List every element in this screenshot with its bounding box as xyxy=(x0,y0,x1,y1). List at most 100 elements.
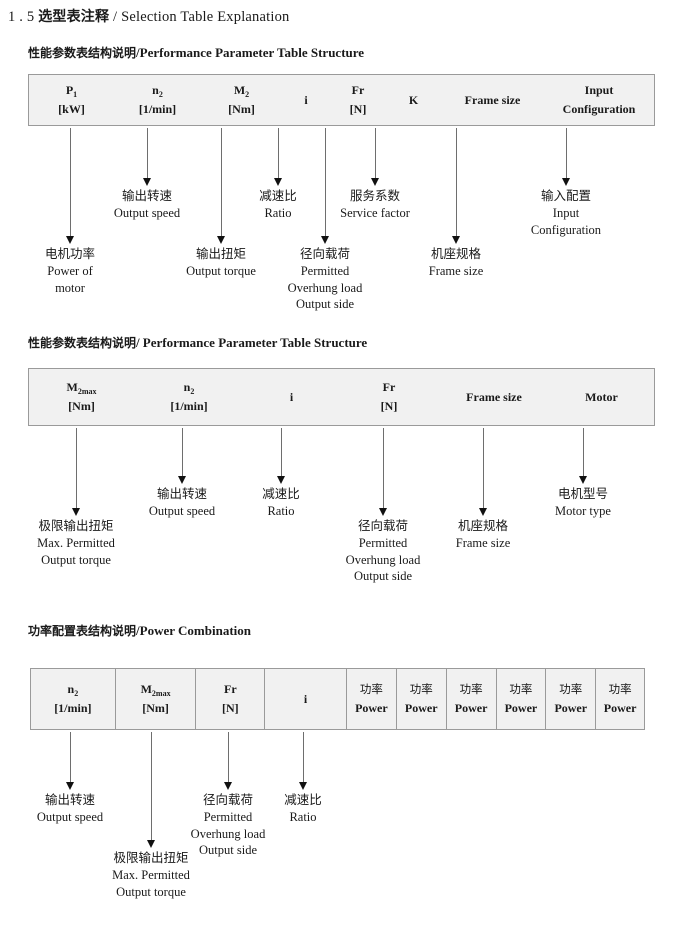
annotation-ratio: 减速比 Ratio xyxy=(259,188,297,222)
annotation-max-output-torque-2-cn: 极限输出扭矩 xyxy=(38,518,114,533)
annotation-ratio-cn: 减速比 xyxy=(259,188,297,203)
table3-col-power-3-en: Power xyxy=(454,700,488,715)
table3-col-power-2-cn: 功率 xyxy=(409,681,433,696)
arrowhead-ratio xyxy=(274,178,282,186)
annotation-output-speed-2-en: Output speed xyxy=(148,503,216,518)
annotation-input-configuration: 输入配置 Input Configuration xyxy=(531,188,601,238)
arrowhead-input-configuration xyxy=(562,178,570,186)
table1-col-fr: Fr [N] xyxy=(330,75,386,125)
annotation-service-factor: 服务系数 Service factor xyxy=(340,188,410,222)
table3-col-m2max: M2max [Nm] xyxy=(114,669,196,729)
table2-col-fr-symbol: Fr xyxy=(382,380,396,395)
table1-col-configuration-label: Configuration xyxy=(562,102,636,116)
annotation-max-output-torque-3-cn: 极限输出扭矩 xyxy=(113,850,189,865)
table1-col-m2-unit: [Nm] xyxy=(228,102,255,116)
annotation-overhung-load: 径向载荷 Permitted Overhung load Output side xyxy=(288,246,363,313)
annotation-power-en2: motor xyxy=(55,280,85,295)
arrowhead-output-speed xyxy=(143,178,151,186)
annotation-output-speed-cn: 输出转速 xyxy=(121,188,172,203)
section-3-heading: 功率配置表结构说明/Power Combination xyxy=(28,622,251,639)
annotation-frame-size-2-en: Frame size xyxy=(455,535,511,550)
connector-line-max-output-torque-3 xyxy=(151,732,152,840)
table2-col-n2: n2 [1/min] xyxy=(134,369,244,425)
arrowhead-output-speed-3 xyxy=(66,782,74,790)
table3-col-power-5: 功率 Power xyxy=(545,669,595,729)
annotation-overhung-load-2-en2: Overhung load xyxy=(345,552,421,567)
annotation-overhung-load-2-en1: Permitted xyxy=(358,535,408,550)
table3-col-n2-unit: [1/min] xyxy=(54,701,92,715)
annotation-ratio-3: 减速比 Ratio xyxy=(284,792,322,826)
performance-parameter-table-1: P1 [kW] n2 [1/min] M2 [Nm] i Fr [N] K Fr… xyxy=(28,74,655,126)
annotation-overhung-load-3-cn: 径向载荷 xyxy=(202,792,254,807)
power-combination-table: n2 [1/min] M2max [Nm] Fr [N] i 功率 Power … xyxy=(30,668,645,730)
connector-line-overhung-load-2 xyxy=(383,428,384,508)
table3-col-n2: n2 [1/min] xyxy=(31,669,115,729)
annotation-overhung-load-2-cn: 径向载荷 xyxy=(357,518,409,533)
arrowhead-ratio-2 xyxy=(277,476,285,484)
annotation-output-speed-2: 输出转速 Output speed xyxy=(149,486,215,520)
annotation-max-output-torque-3-en1: Max. Permitted xyxy=(112,867,190,882)
arrowhead-overhung-load-2 xyxy=(379,508,387,516)
annotation-input-configuration-en1: Input xyxy=(552,205,580,220)
section-1-heading-sep: / xyxy=(136,45,140,60)
connector-line-output-speed-2 xyxy=(182,428,183,476)
table1-col-i-symbol: i xyxy=(304,92,308,107)
annotation-input-configuration-en2: Configuration xyxy=(530,222,602,237)
table3-col-i-symbol: i xyxy=(303,691,308,706)
table3-col-n2-symbol: n2 xyxy=(67,682,79,698)
annotation-motor-type-2-cn: 电机型号 xyxy=(557,486,608,501)
table2-col-fr: Fr [N] xyxy=(339,369,439,425)
annotation-output-speed-2-cn: 输出转速 xyxy=(156,486,207,501)
connector-line-output-torque xyxy=(221,128,222,236)
connector-line-overhung-load-3 xyxy=(228,732,229,782)
table3-col-fr-symbol: Fr xyxy=(224,682,237,697)
annotation-frame-size: 机座规格 Frame size xyxy=(429,246,484,280)
page-title-separator: / xyxy=(113,9,118,25)
performance-parameter-table-2: M2max [Nm] n2 [1/min] i Fr [N] Frame siz… xyxy=(28,368,655,426)
annotation-output-speed-3-cn: 输出转速 xyxy=(44,792,95,807)
annotation-overhung-load-3-en1: Permitted xyxy=(203,809,253,824)
arrowhead-power xyxy=(66,236,74,244)
connector-line-output-speed-3 xyxy=(70,732,71,782)
table2-col-i-symbol: i xyxy=(289,389,294,404)
table1-col-p1-unit: [kW] xyxy=(58,102,85,116)
annotation-overhung-load-en1: Permitted xyxy=(300,263,350,278)
table3-col-power-2-en: Power xyxy=(404,700,438,715)
table2-col-m2max-unit: [Nm] xyxy=(68,399,95,413)
annotation-max-output-torque-2-en2: Output torque xyxy=(41,552,111,567)
arrowhead-frame-size-2 xyxy=(479,508,487,516)
section-1-heading-cn: 性能参数表结构说明 xyxy=(28,46,137,60)
table2-col-frame-size: Frame size xyxy=(439,369,549,425)
table2-col-i: i xyxy=(244,369,339,425)
annotation-motor-type-2-en: Motor type xyxy=(555,503,611,518)
table3-col-power-6: 功率 Power xyxy=(595,669,644,729)
table1-col-m2-symbol: M2 xyxy=(233,83,250,99)
annotation-max-output-torque-2-en1: Max. Permitted xyxy=(37,535,115,550)
connector-line-frame-size xyxy=(456,128,457,236)
connector-line-ratio-2 xyxy=(281,428,282,476)
annotation-overhung-load-2-en3: Output side xyxy=(354,569,412,584)
table2-col-fr-unit: [N] xyxy=(380,399,398,413)
table1-col-n2-unit: [1/min] xyxy=(138,102,177,116)
table3-col-m2max-symbol: M2max xyxy=(140,682,171,698)
annotation-overhung-load-3: 径向载荷 Permitted Overhung load Output side xyxy=(191,792,266,859)
table1-col-p1-symbol: P1 xyxy=(65,83,78,99)
table1-col-frame-size: Frame size xyxy=(441,75,544,125)
section-2-heading-sep: / xyxy=(136,335,140,350)
section-3-heading-en: Power Combination xyxy=(139,623,251,638)
annotation-output-torque-en: Output torque xyxy=(186,263,256,278)
page-title-en: Selection Table Explanation xyxy=(121,9,290,25)
annotation-output-torque: 输出扭矩 Output torque xyxy=(186,246,256,280)
page-title: 1 . 5 选型表注释 / Selection Table Explanatio… xyxy=(8,6,290,26)
table2-col-motor-label: Motor xyxy=(585,389,618,404)
arrowhead-service-factor xyxy=(371,178,379,186)
annotation-overhung-load-3-en2: Overhung load xyxy=(190,826,266,841)
table2-col-m2max: M2max [Nm] xyxy=(29,369,134,425)
table2-col-m2max-symbol: M2max xyxy=(66,380,97,396)
annotation-power-cn: 电机功率 xyxy=(44,246,96,261)
section-2-heading-en: Performance Parameter Table Structure xyxy=(142,335,368,350)
table2-col-n2-unit: [1/min] xyxy=(170,399,208,413)
annotation-service-factor-cn: 服务系数 xyxy=(349,188,401,203)
arrowhead-ratio-3 xyxy=(299,782,307,790)
table3-col-power-5-cn: 功率 xyxy=(559,681,583,696)
